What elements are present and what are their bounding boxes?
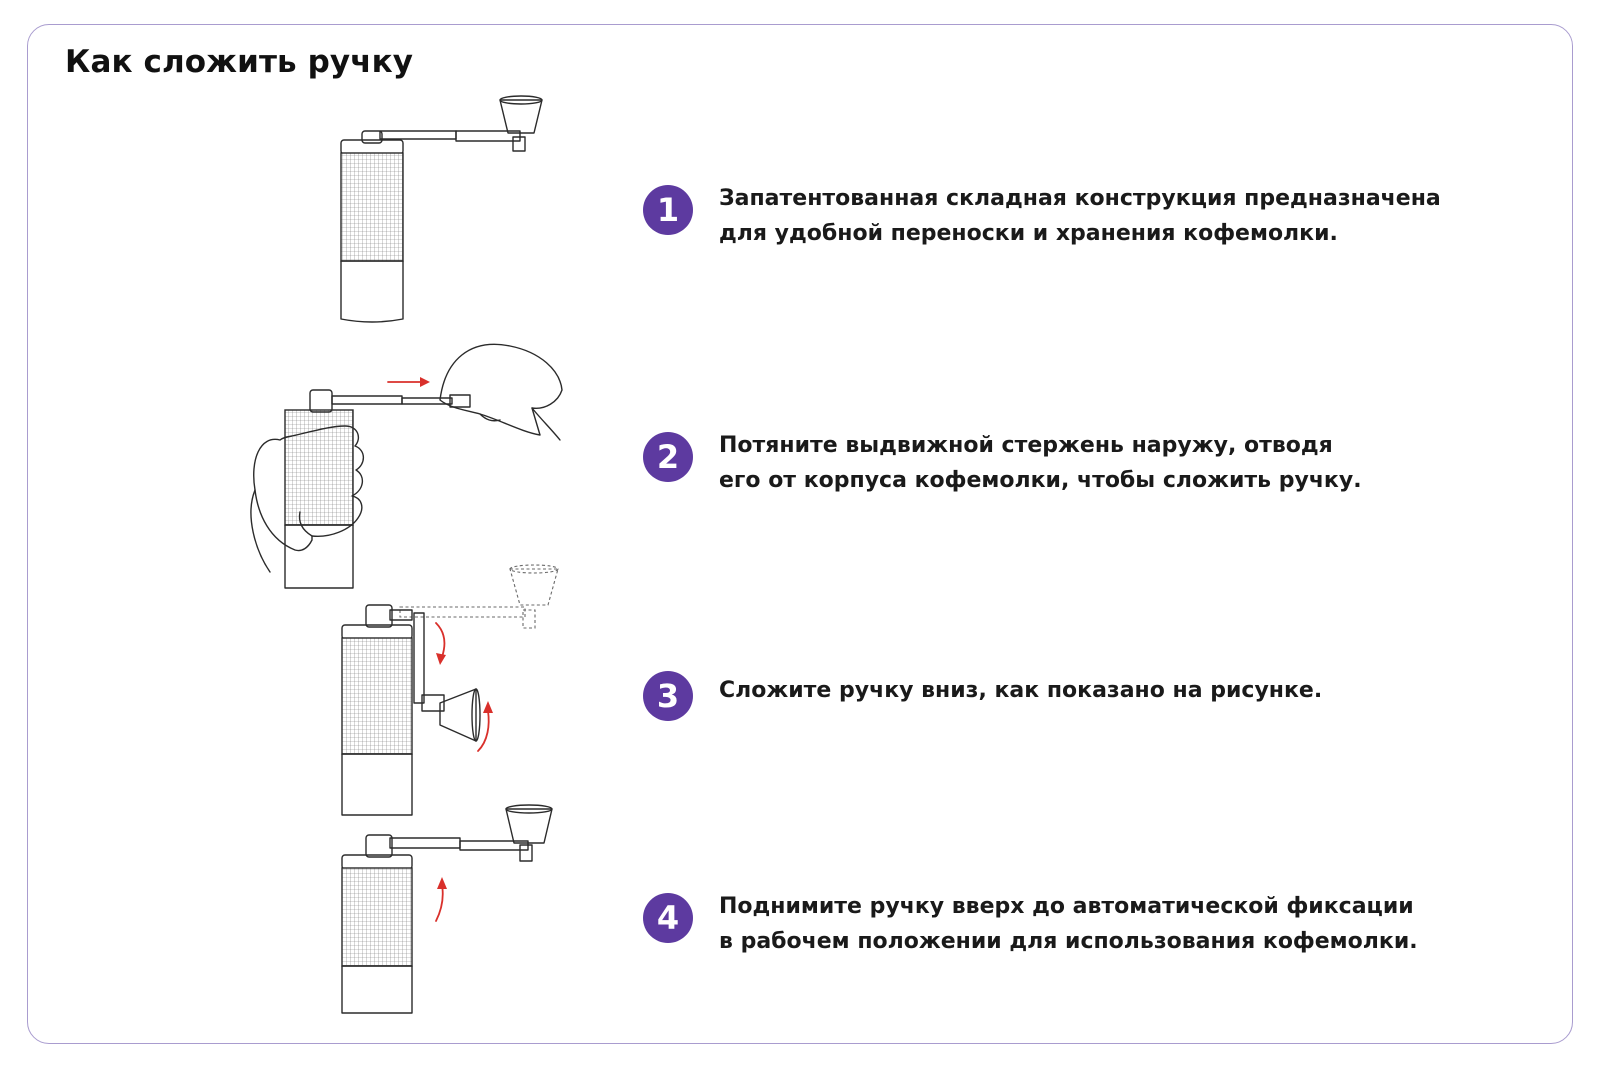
step-number-badge: 2 xyxy=(643,432,693,482)
grinder-illustration-step-3 xyxy=(341,564,559,816)
step-description: Потяните выдвижной стержень наружу, отво… xyxy=(719,433,1362,493)
grinder-illustration-step-4 xyxy=(341,804,553,1014)
step-number-badge: 3 xyxy=(643,671,693,721)
step-description: Поднимите ручку вверх до автоматической … xyxy=(719,894,1418,954)
step-1: 1 Запатентованная складная конструкция п… xyxy=(643,180,1543,260)
step-2: 2 Потяните выдвижной стержень наружу, от… xyxy=(643,427,1543,507)
grinder-illustration-step-1 xyxy=(340,95,543,323)
step-3: 3 Сложите ручку вниз, как показано на ри… xyxy=(643,668,1543,728)
step-4: 4 Поднимите ручку вверх до автоматическо… xyxy=(643,890,1543,970)
step-description: Сложите ручку вниз, как показано на рису… xyxy=(719,678,1323,703)
step-number-badge: 4 xyxy=(643,893,693,943)
step-number-badge: 1 xyxy=(643,185,693,235)
step-description: Запатентованная складная конструкция пре… xyxy=(719,186,1441,246)
page-title: Как сложить ручку xyxy=(65,44,414,80)
grinder-illustration-step-2 xyxy=(250,343,563,589)
